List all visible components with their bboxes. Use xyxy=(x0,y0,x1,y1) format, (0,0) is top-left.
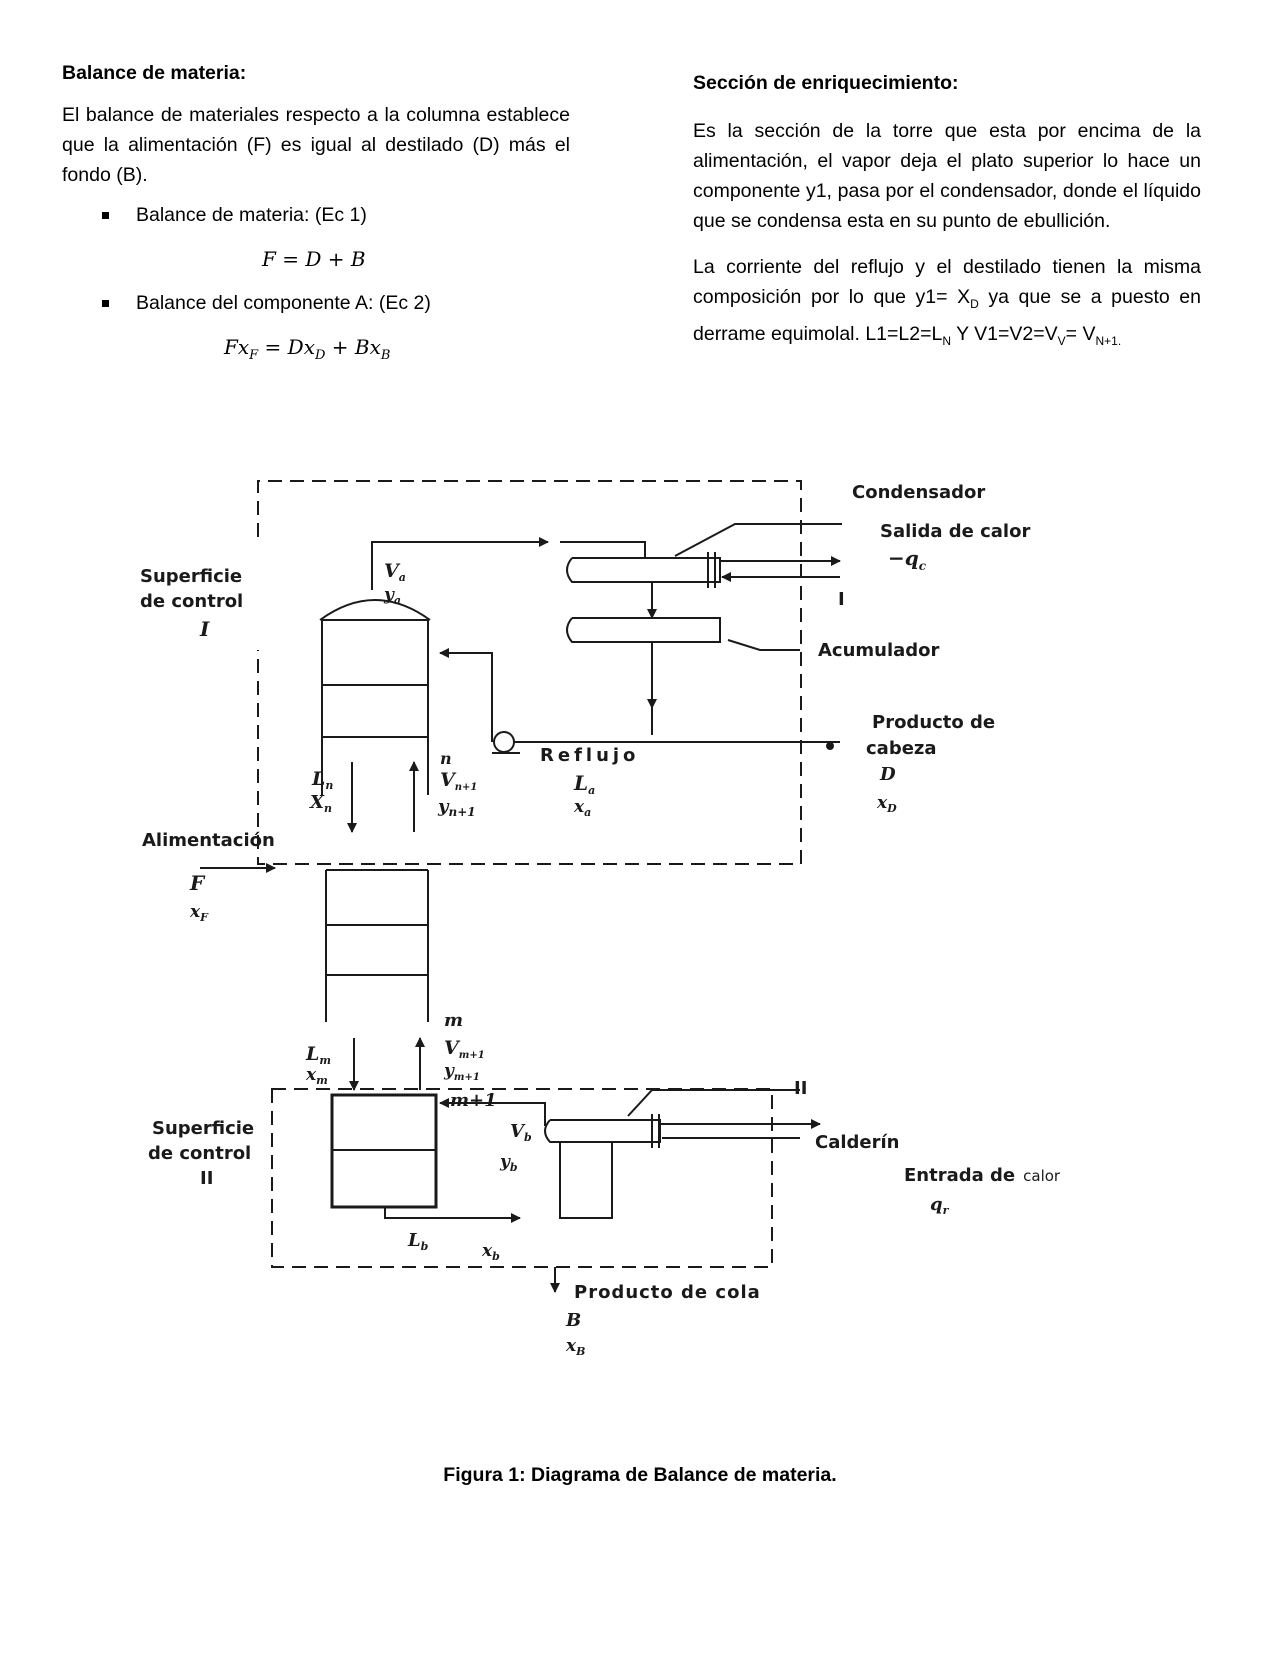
text-run: = V xyxy=(1065,322,1096,345)
enrichment-paragraph-1: Es la sección de la torre que esta por e… xyxy=(693,120,1201,232)
equation-2: FxF = DxD + BxB xyxy=(62,332,570,371)
ya-label: ya xyxy=(383,585,401,607)
bullet-square-icon xyxy=(102,300,109,307)
control-surface-2-boundary xyxy=(271,1088,773,1268)
bullet-item: Balance del componente A: (Ec 2) xyxy=(62,288,570,318)
reflux-pump xyxy=(493,731,515,753)
D-label: D xyxy=(879,764,896,785)
Xn-label: Xn xyxy=(309,792,332,815)
text-run: La corriente del reflujo y el destilado … xyxy=(693,256,1201,308)
xb-label: xb xyxy=(481,1241,500,1263)
La-label: La xyxy=(573,771,595,797)
enrichment-paragraph-2: La corriente del reflujo y el destilado … xyxy=(693,252,1201,356)
Lm-label: Lm xyxy=(305,1043,331,1067)
material-balance-heading: Balance de materia: xyxy=(62,62,247,84)
accumulator-label: Acumulador xyxy=(818,640,940,661)
upper-column xyxy=(319,599,431,795)
xF-label: xF xyxy=(189,902,209,924)
section-one-label: I xyxy=(838,589,845,610)
eq-term: Fx xyxy=(224,335,250,359)
Lb-label: Lb xyxy=(407,1230,429,1253)
Vn1-label: Vn+1 xyxy=(440,769,477,793)
B-label: B xyxy=(565,1310,581,1331)
eq-subscript: F xyxy=(249,348,259,363)
yb-label: yb xyxy=(499,1152,518,1174)
Ln-label: Ln xyxy=(311,768,333,792)
m-label: m xyxy=(444,1010,463,1031)
xa-label: xa xyxy=(573,797,591,819)
heat-out-label: Salida de calor xyxy=(880,521,1030,542)
yn1-label: yn+1 xyxy=(437,796,476,819)
text-run: Y V1=V2=V xyxy=(951,322,1058,345)
figure-caption: Figura 1: Diagrama de Balance de materia… xyxy=(443,1464,837,1486)
subscript: N xyxy=(942,333,952,348)
subscript: D xyxy=(970,296,979,311)
control-surface-1-label-2: de control xyxy=(140,591,243,612)
ym1-label: ym+1 xyxy=(443,1061,480,1083)
equation-1: F = D + B xyxy=(262,247,366,271)
subscript: V xyxy=(1057,333,1066,348)
left-column: Balance de materia: El balance de materi… xyxy=(62,58,570,385)
bullet-text: Balance del componente A: (Ec 2) xyxy=(136,292,431,314)
product-dot xyxy=(826,742,834,750)
overhead-product-label-2: cabeza xyxy=(866,738,937,759)
reflux-line xyxy=(439,648,493,742)
bullet-square-icon xyxy=(102,212,109,219)
Vb-label: Vb xyxy=(510,1121,532,1144)
m-plus-1-label: m+1 xyxy=(450,1090,497,1111)
enrichment-heading: Sección de enriquecimiento: xyxy=(693,72,959,94)
qr-label: qr xyxy=(930,1194,950,1217)
vapor-line xyxy=(371,537,549,590)
control-surface-2-label-1: Superficie xyxy=(152,1118,254,1139)
material-balance-paragraph: El balance de materiales respecto a la c… xyxy=(62,104,570,186)
right-column: Sección de enriquecimiento: Es la secció… xyxy=(693,68,1201,366)
bottom-product-label: Producto de cola xyxy=(574,1282,761,1303)
xm-label: xm xyxy=(305,1065,328,1087)
xB-label: xB xyxy=(565,1336,585,1358)
control-surface-2-label-2: de control xyxy=(148,1143,251,1164)
reflux-label: Reflujo xyxy=(540,745,639,766)
subscript: N+1. xyxy=(1095,333,1122,348)
condenser-label: Condensador xyxy=(852,482,985,503)
accumulator xyxy=(566,617,721,643)
feed-label: Alimentación xyxy=(142,830,275,851)
text-run: ya que se a puesto en derrame equimolal.… xyxy=(693,286,1201,345)
distillation-diagram: Condensador Salida de calor −qc I Acumul… xyxy=(140,480,1061,1358)
bullet-text: Balance de materia: (Ec 1) xyxy=(136,204,367,226)
Vm1-label: Vm+1 xyxy=(444,1037,485,1061)
F-label: F xyxy=(189,871,206,895)
qc-label: −qc xyxy=(888,546,927,573)
eq-term: = Dx xyxy=(258,335,315,359)
control-surface-2-label-3: II xyxy=(200,1168,213,1189)
section-two-label: II xyxy=(794,1078,807,1099)
control-surface-1-label-1: Superficie xyxy=(140,566,242,587)
n-label: n xyxy=(440,749,452,768)
eq-subscript: B xyxy=(380,348,391,363)
control-surface-1-label-3: I xyxy=(199,617,210,641)
xD-label: xD xyxy=(876,793,897,815)
middle-column xyxy=(325,869,429,1022)
condenser xyxy=(566,552,721,588)
lower-column xyxy=(330,1093,438,1209)
Va-label: Va xyxy=(384,560,406,584)
reboiler xyxy=(544,1114,661,1148)
overhead-product-label-1: Producto de xyxy=(872,712,995,733)
eq-term: + Bx xyxy=(325,335,381,359)
bullet-item: Balance de materia: (Ec 1) xyxy=(62,200,570,230)
control-surface-1-boundary xyxy=(257,480,802,865)
reboiler-label: Calderín xyxy=(815,1132,899,1153)
eq-subscript: D xyxy=(314,348,326,363)
